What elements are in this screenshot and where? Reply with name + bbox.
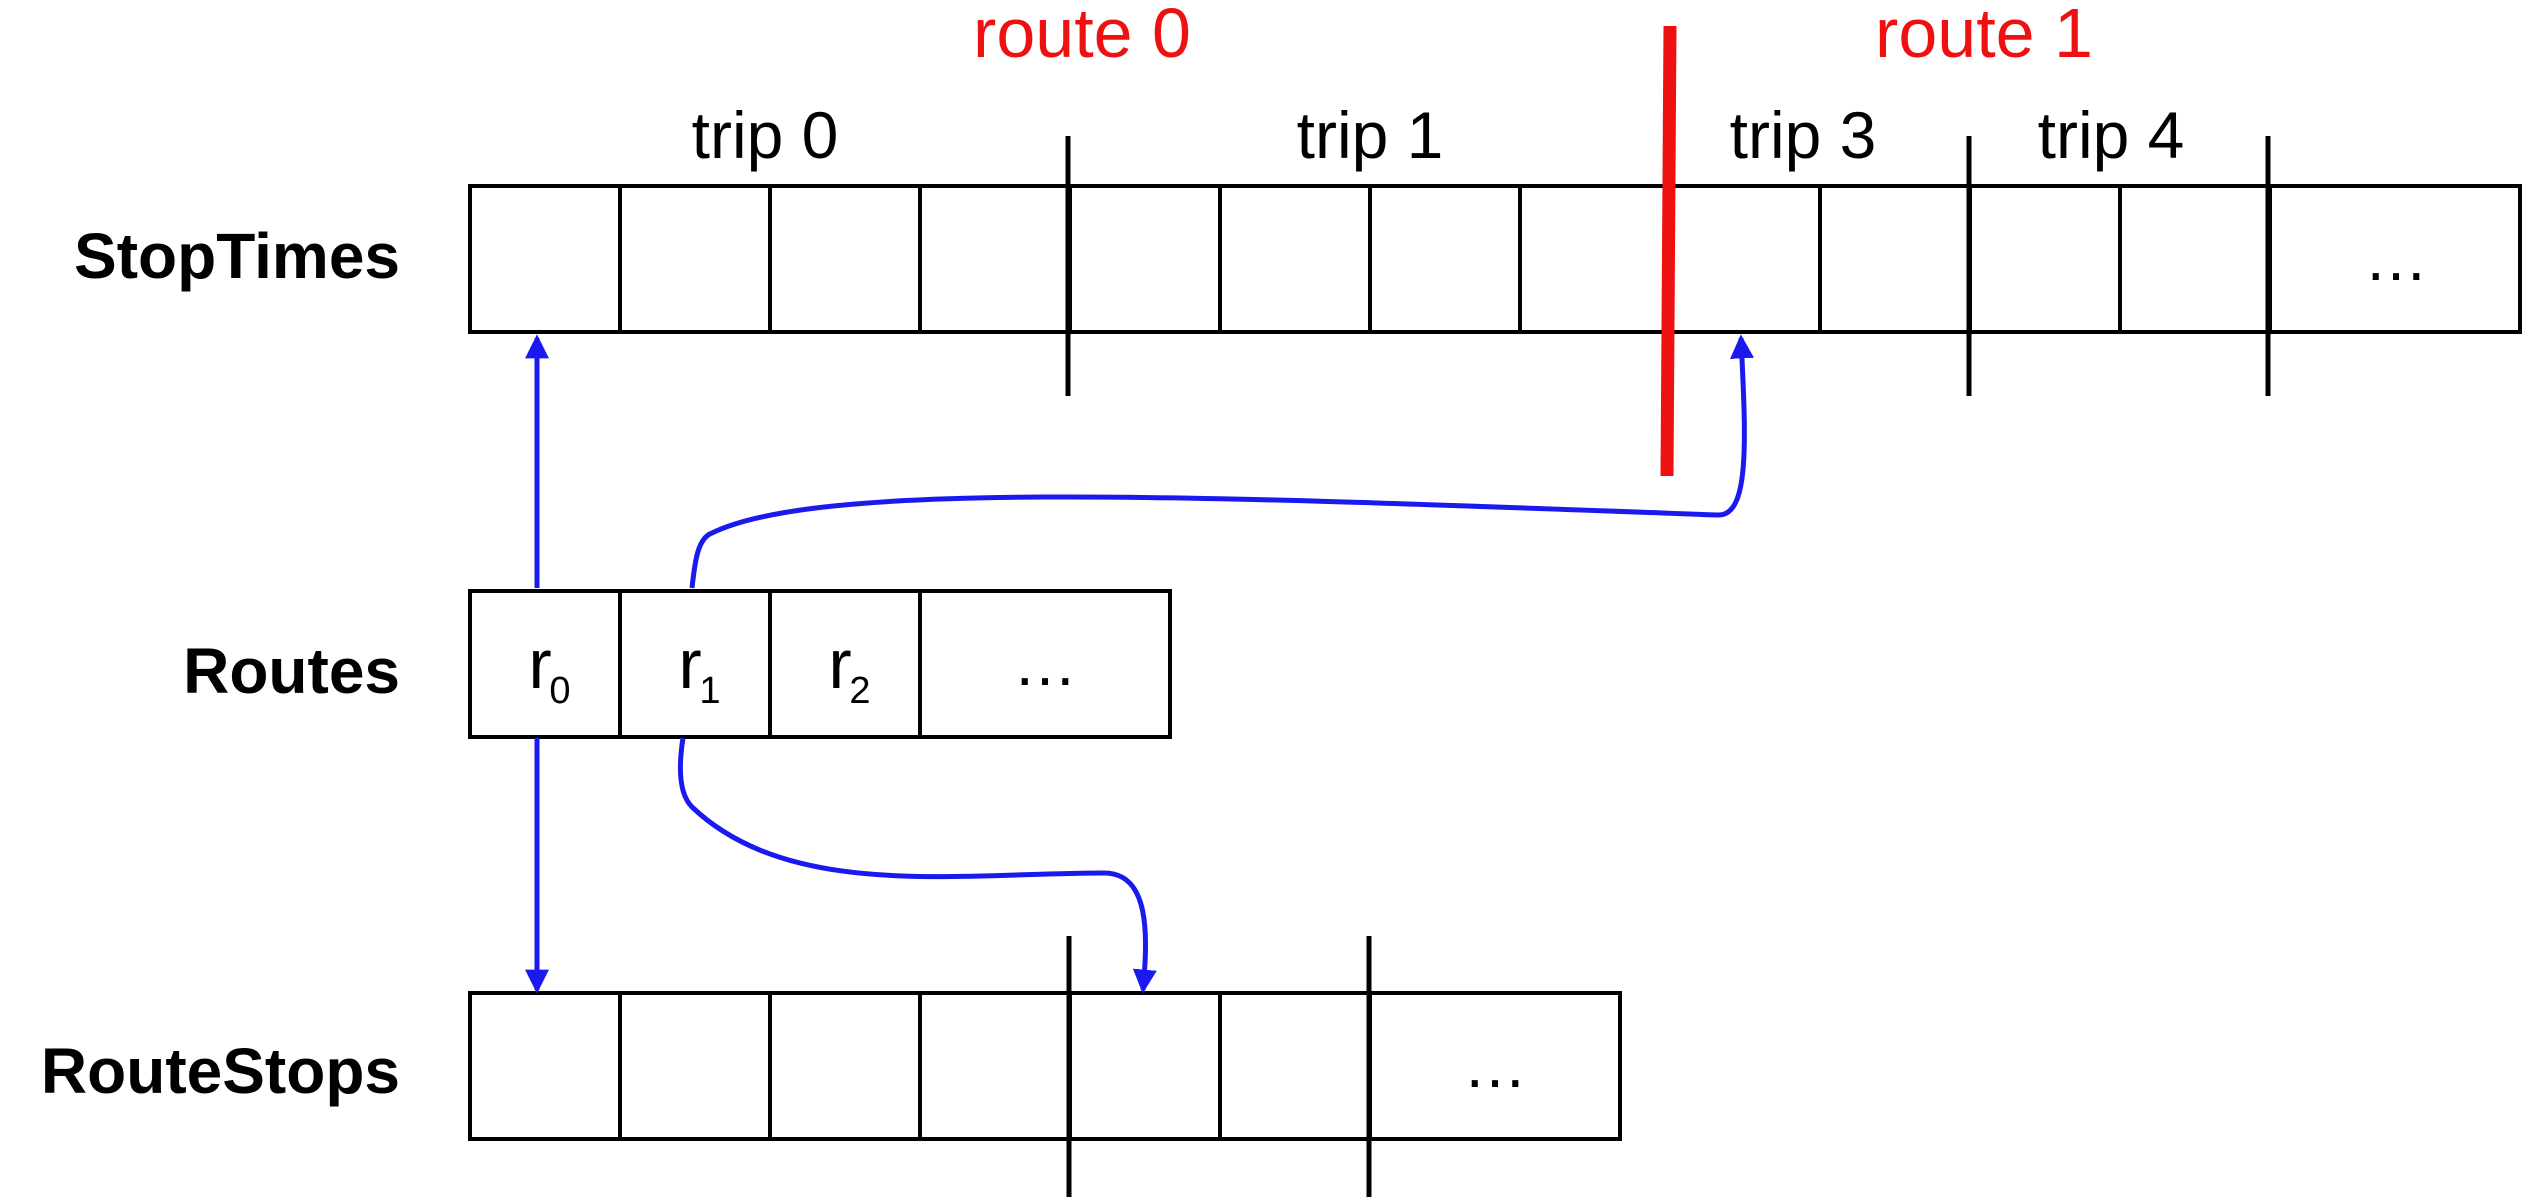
routestops-cell <box>1218 991 1372 1141</box>
stoptimes-cell <box>768 184 922 334</box>
route-id-r1: r <box>678 625 701 703</box>
row-label-stoptimes: StopTimes <box>74 220 400 292</box>
stoptimes-cell <box>1068 184 1222 334</box>
trip-label-3: trip 3 <box>1730 98 1877 172</box>
routestops-cell <box>618 991 772 1141</box>
route-id-subscript: 1 <box>699 670 720 712</box>
stoptimes-cell-more <box>2268 184 2522 334</box>
route-id-r2: r <box>828 625 851 703</box>
route-id-subscript: 2 <box>849 670 870 712</box>
trip-label-0: trip 0 <box>692 98 839 172</box>
stoptimes-cell <box>1968 184 2122 334</box>
trip-label-1: trip 1 <box>1297 98 1444 172</box>
stoptimes-cell <box>918 184 1072 334</box>
stoptimes-cell <box>1818 184 1972 334</box>
stoptimes-cell <box>2118 184 2272 334</box>
pointer-r1-to-stoptimes <box>689 334 1754 589</box>
stoptimes-cell <box>1518 184 1672 334</box>
route-boundary-line <box>1660 25 1677 477</box>
trip-label-4: trip 4 <box>2038 98 2185 172</box>
row-label-routes: Routes <box>183 635 400 707</box>
stoptimes-cell <box>468 184 622 334</box>
route-id-r0: r <box>528 625 551 703</box>
stoptimes-ellipsis: … <box>2364 222 2428 294</box>
route-id-subscript: 0 <box>549 670 570 712</box>
stoptimes-cell <box>1668 184 1822 334</box>
stoptimes-cell <box>1218 184 1372 334</box>
routes-cell-r1 <box>618 589 772 739</box>
pointer-r1-to-routestops <box>677 737 1157 994</box>
row-label-routestops: RouteStops <box>41 1035 400 1107</box>
routes-cell-r0 <box>468 589 622 739</box>
routestops-ellipsis: … <box>1463 1029 1527 1101</box>
route-label-0: route 0 <box>973 0 1191 72</box>
routestops-array: … <box>468 991 1622 1141</box>
routes-cell-more <box>918 589 1172 739</box>
stoptimes-array: … <box>468 184 2522 334</box>
route-label-1: route 1 <box>1875 0 2093 72</box>
routes-ellipsis: … <box>1013 627 1077 699</box>
routestops-cell <box>1068 991 1222 1141</box>
stoptimes-cell <box>1368 184 1522 334</box>
routestops-cell <box>918 991 1072 1141</box>
routestops-cell <box>768 991 922 1141</box>
stoptimes-cell <box>618 184 772 334</box>
routestops-cell <box>468 991 622 1141</box>
